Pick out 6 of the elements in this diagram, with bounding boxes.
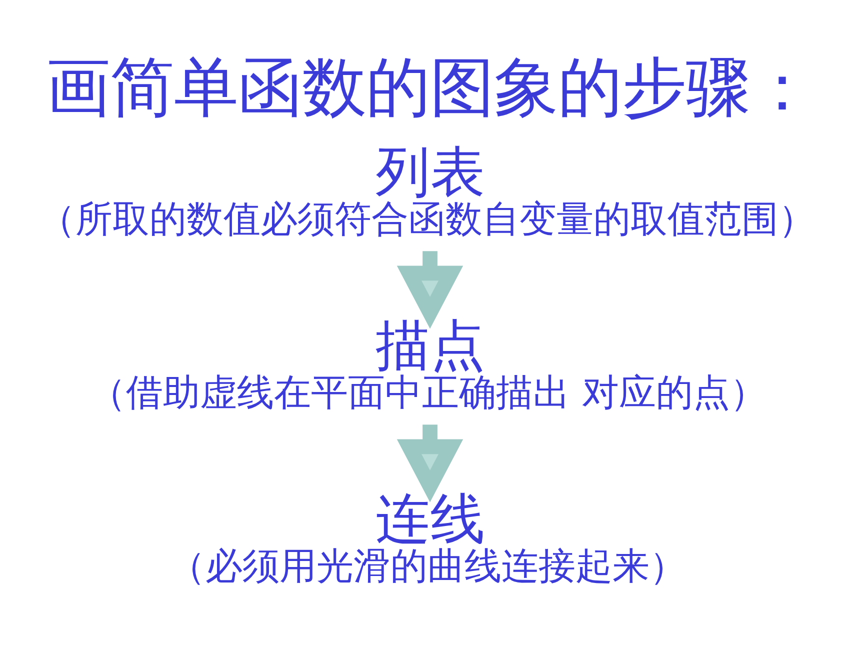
diagram-title: 画简单函数的图象的步骤： xyxy=(46,50,814,125)
arrow xyxy=(396,424,464,502)
node-text: 列表 （所取的数值必须符合函数自变量的取值范围） xyxy=(38,139,816,240)
node-text: 描点 （借助虚线在平面中正确描出 对应的点） xyxy=(89,312,768,414)
node-text: 连线 （必须用光滑的曲线连接起来） xyxy=(168,486,687,587)
arrow xyxy=(396,250,464,328)
